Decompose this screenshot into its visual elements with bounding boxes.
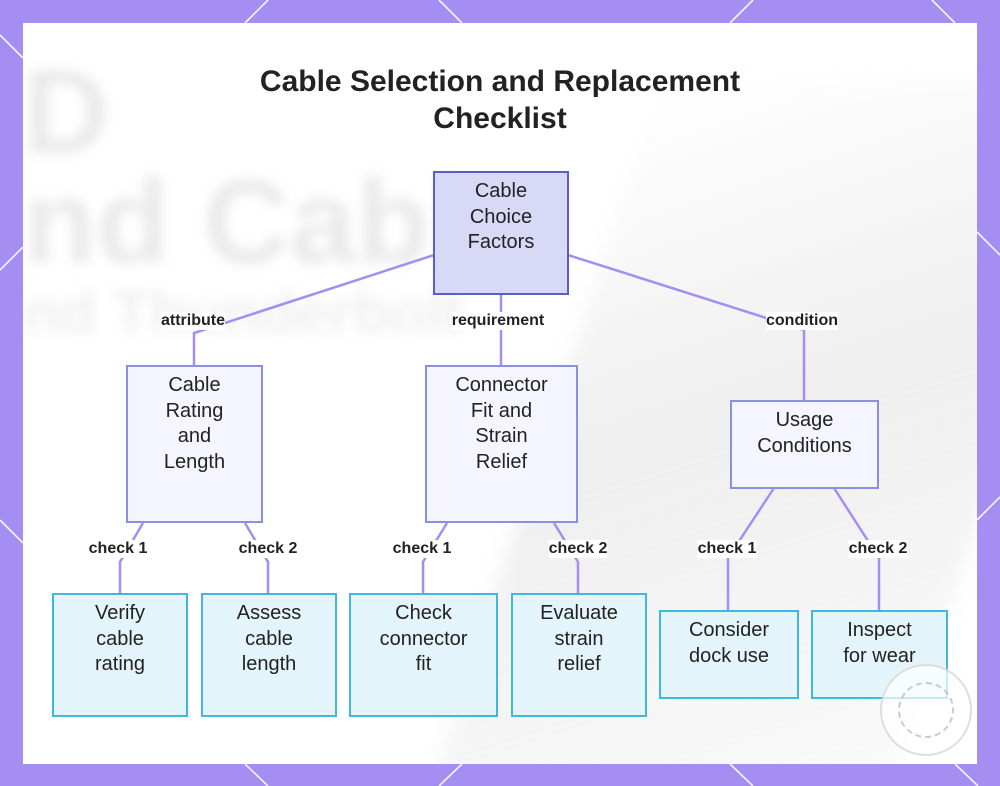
node-label: Choice [469,205,533,228]
edge-label-check-1: check 1 [392,540,452,558]
node-connector-fit-and-strain-relief[interactable]: Connector Fit and Strain Relief [425,365,578,523]
node-label: cable [245,627,293,650]
node-label: Fit and [470,399,533,422]
node-evaluate-strain-relief[interactable]: Evaluate strain relief [511,593,647,717]
edge-label-check-1: check 1 [88,540,148,558]
node-cable-choice-factors[interactable]: Cable Choice Factors [433,171,569,295]
node-label: strain [554,627,604,650]
edge-label-condition: condition [766,312,838,330]
node-label: relief [557,653,601,675]
node-label: Cable [474,180,528,202]
node-label: Evaluate [540,602,618,624]
edge-label-check-2: check 2 [848,540,908,558]
diagram-title-line-1: Cable Selection and Replacement [259,65,741,98]
node-label: connector [379,627,468,650]
node-label: Inspect [847,619,912,641]
node-label: cable [96,627,144,650]
node-label: Consider [688,619,770,641]
node-label: Assess [236,602,302,624]
node-label: Connector [455,374,548,396]
edge-label-check-1: check 1 [697,540,757,558]
node-label: Relief [475,450,528,473]
node-label: Verify [94,602,146,624]
node-label: rating [94,653,146,675]
node-label: Cable [168,374,221,396]
edge-root-usage [567,253,806,400]
edge-label-attribute: attribute [161,312,225,330]
node-label: dock use [688,644,770,667]
edge-label-check-2: check 2 [548,540,608,558]
node-consider-dock-use[interactable]: Consider dock use [659,610,799,699]
watermark-seal-icon [880,664,972,756]
background-photo-text: D [23,45,110,179]
node-label: Strain [475,425,528,447]
edge-usage-wear [832,487,881,610]
node-assess-cable-length[interactable]: Assess cable length [201,593,337,717]
node-label: Length [163,450,226,473]
node-label: and [177,425,212,447]
edge-label-requirement: requirement [451,312,545,330]
node-label: for wear [843,644,916,667]
node-cable-rating-and-length[interactable]: Cable Rating and Length [126,365,263,523]
node-check-connector-fit[interactable]: Check connector fit [349,593,498,717]
node-label: length [241,653,297,675]
diagram-title-line-2: Checklist [433,102,567,135]
node-usage-conditions[interactable]: Usage Conditions [730,400,879,489]
edge-root-rating [192,253,435,365]
node-label: Check [395,602,452,624]
edge-connector-checkfit [421,522,449,593]
node-label: Usage [775,409,834,431]
node-label: Rating [165,399,224,422]
edge-rating-verify [118,522,145,593]
node-label: Conditions [757,434,852,457]
node-label: fit [415,653,432,675]
node-label: Factors [467,231,535,253]
edge-label-check-2: check 2 [238,540,298,558]
edge-rating-assess [243,522,270,593]
node-verify-cable-rating[interactable]: Verify cable rating [52,593,188,717]
background-photo-text: nd Thunderbolt [23,279,463,346]
edge-usage-dock [726,487,776,610]
edge-connector-evaluate [552,522,580,593]
